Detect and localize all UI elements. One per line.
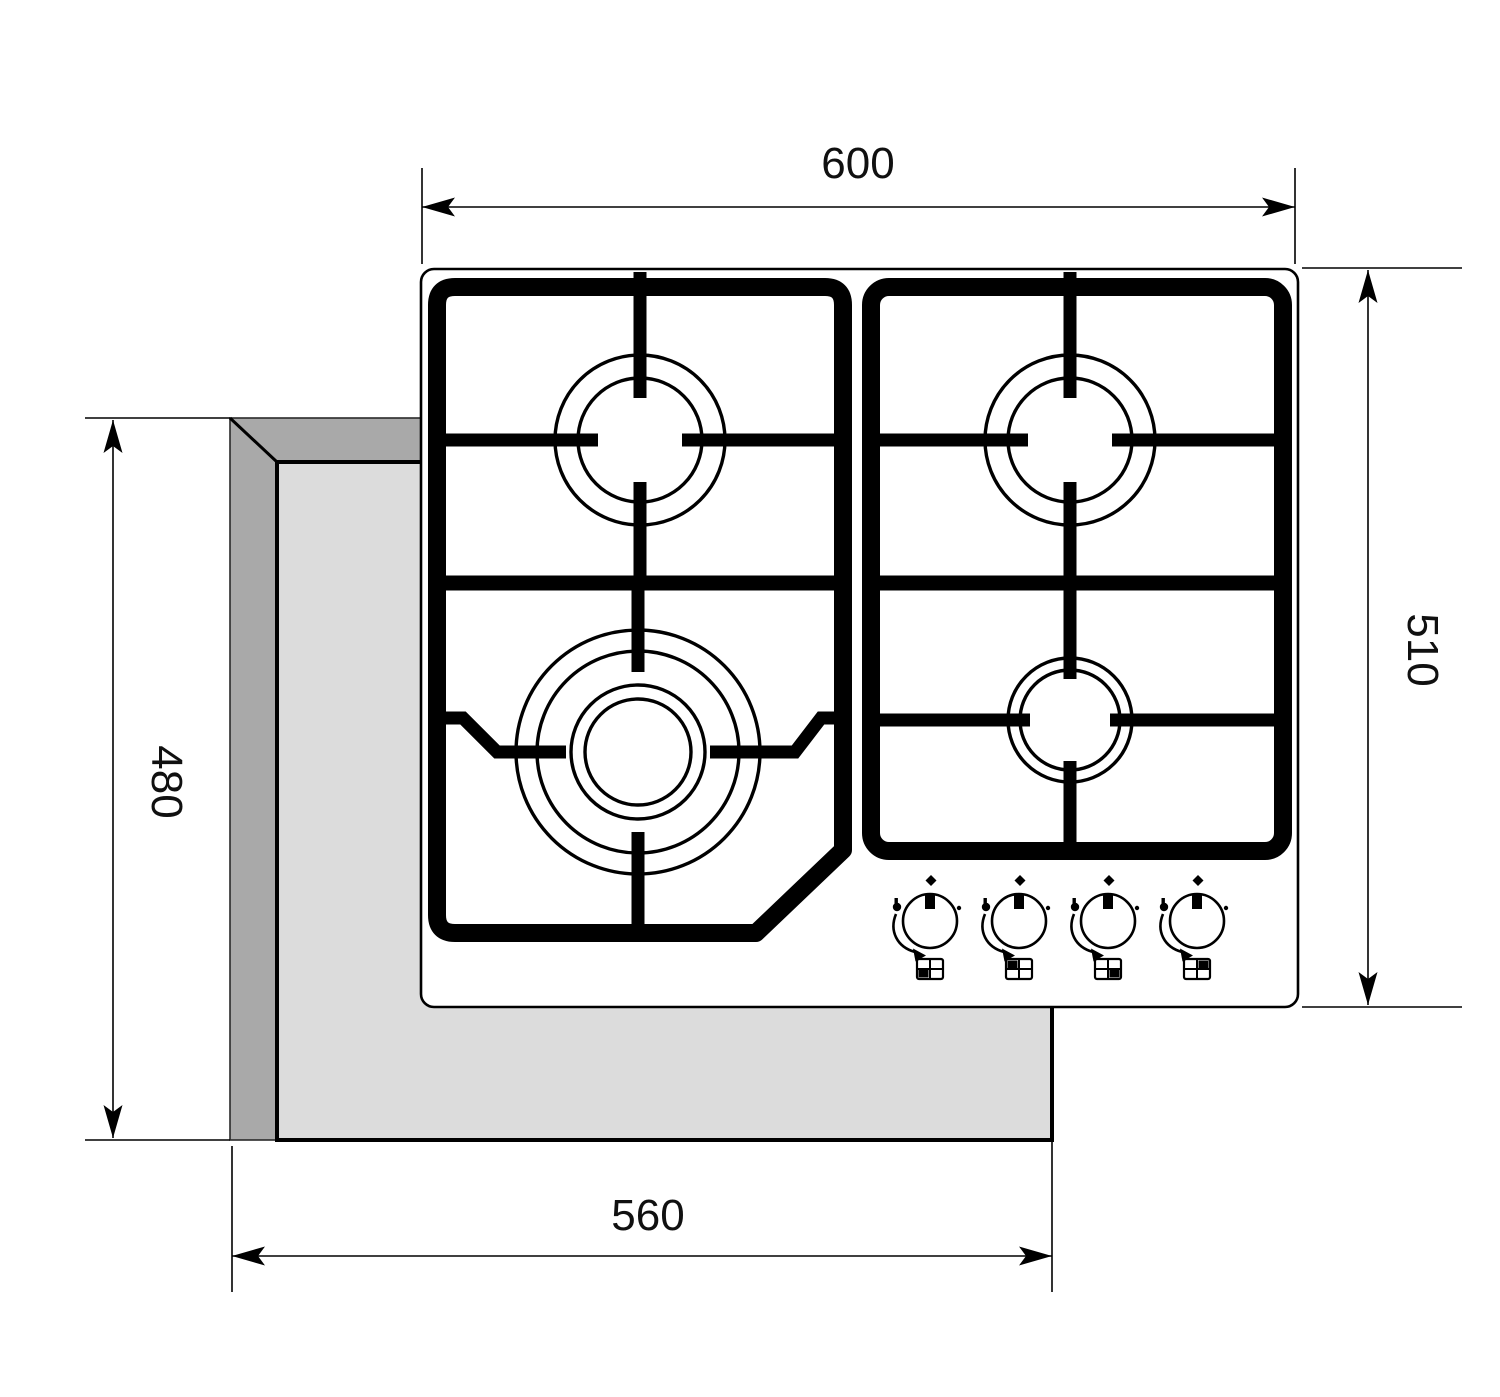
burner-front-left-wok xyxy=(437,590,843,940)
left-pan-support-grate xyxy=(428,272,852,942)
burner-rear-left xyxy=(437,272,843,583)
dimension-left-height: 480 xyxy=(85,417,230,1141)
burner-position-front-right-icon xyxy=(1109,969,1120,978)
burner-position-front-left-icon xyxy=(918,969,929,978)
dimension-bottom-width: 560 xyxy=(231,1012,1053,1292)
dimension-label-480: 480 xyxy=(142,745,191,818)
dimension-label-600: 600 xyxy=(821,139,894,188)
dimension-top-width: 600 xyxy=(421,139,1296,264)
hob-body xyxy=(419,267,1300,1009)
burner-position-rear-left-icon xyxy=(1007,960,1018,969)
dimension-right-height: 510 xyxy=(1302,267,1462,1008)
control-panel xyxy=(891,873,1230,981)
control-knob-4 xyxy=(1158,873,1230,981)
burner-position-rear-right-icon xyxy=(1198,960,1209,969)
cutout-corner-bevel-line xyxy=(228,416,279,464)
hob-outline xyxy=(419,267,1300,1009)
right-pan-support-grate xyxy=(862,272,1292,860)
dimension-label-510: 510 xyxy=(1398,613,1447,686)
dimension-label-560: 560 xyxy=(611,1191,684,1240)
control-knob-1 xyxy=(891,873,963,981)
burner-front-right xyxy=(871,583,1283,851)
control-knob-3 xyxy=(1069,873,1141,981)
burner-rear-right xyxy=(871,272,1283,583)
control-knob-2 xyxy=(980,873,1052,981)
